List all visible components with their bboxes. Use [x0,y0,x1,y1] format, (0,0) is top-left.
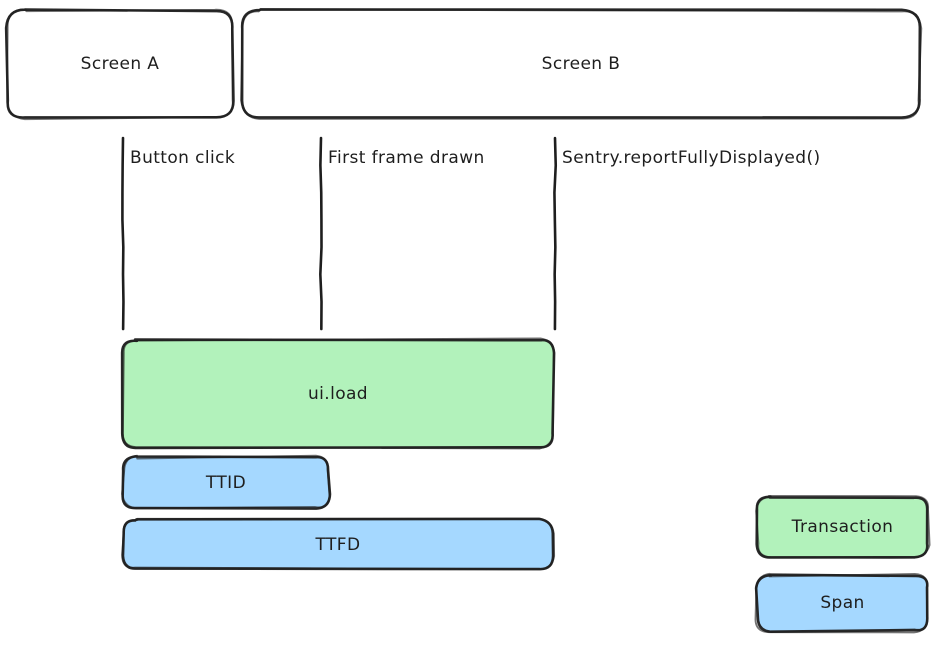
marker-label-button-click: Button click [130,148,236,168]
marker-label-first-frame-drawn: First frame drawn [328,148,485,168]
screen-a-box[interactable] [3,6,237,122]
marker-label-report-fully-displayed: Sentry.reportFullyDisplayed() [562,148,821,168]
legend-swatch-transaction[interactable] [753,493,932,561]
marker-line-report-fully-displayed [551,135,561,332]
bar-ttid[interactable] [119,453,333,512]
legend-swatch-span[interactable] [753,571,932,635]
bar-ui-load[interactable] [119,336,557,451]
marker-line-first-frame-drawn [317,135,327,332]
screen-b-box[interactable] [238,6,924,122]
bar-ttfd[interactable] [119,516,557,573]
marker-line-button-click [119,135,129,332]
